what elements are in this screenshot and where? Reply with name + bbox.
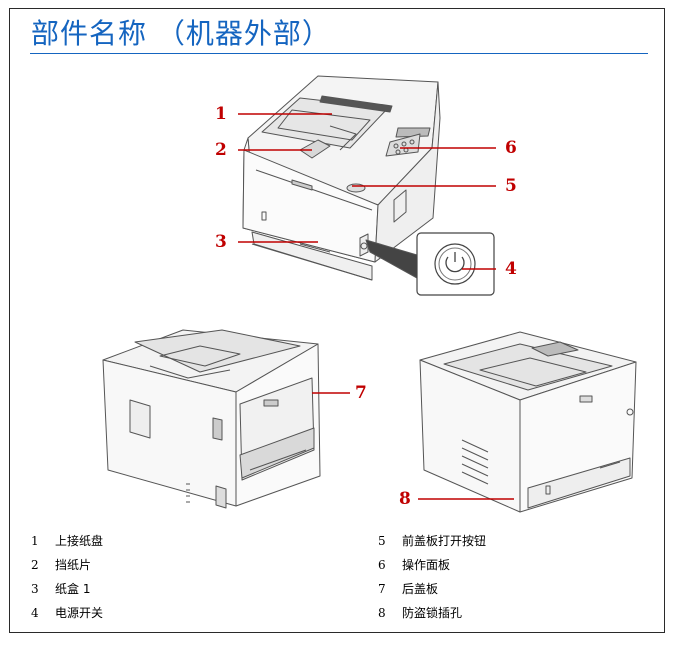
callout-6: 6 — [505, 138, 517, 158]
callout-1: 1 — [215, 104, 227, 124]
callout-8: 8 — [399, 489, 411, 509]
page-title: 部件名称 （机器外部） — [31, 17, 331, 50]
callout-7: 7 — [355, 383, 367, 403]
page-frame — [9, 8, 665, 633]
callout-2: 2 — [215, 140, 227, 160]
callout-5: 5 — [505, 176, 517, 196]
title-underline — [30, 53, 648, 54]
callout-3: 3 — [215, 232, 227, 252]
callout-leaders — [238, 113, 514, 500]
rear-printer-illustration — [102, 329, 321, 509]
callout-4: 4 — [505, 259, 517, 279]
side-printer-illustration — [419, 331, 637, 513]
